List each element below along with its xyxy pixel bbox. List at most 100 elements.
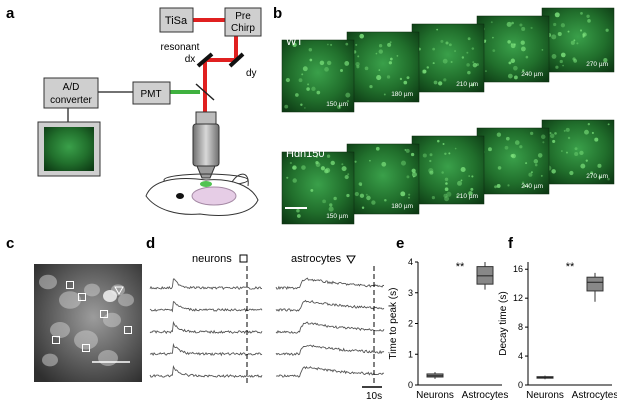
hdh150-cell-dot [315,161,319,165]
hdh150-depth-tile [281,151,355,225]
panel-c-cell-body [118,293,134,307]
imaging-window [200,181,212,187]
wt-cell-dot [344,61,350,66]
hdh150-cell-dot [441,171,444,174]
wt-cell-dot [340,69,344,72]
panel-c-rois [52,281,132,352]
hdh150-cell-dot [412,175,415,178]
hdh150-cell-dot [530,171,533,174]
wt-cell-dot [525,55,529,59]
hdh150-cell-dot [369,159,371,162]
e-y-tick-label: 0 [408,380,413,390]
panel-label-c: c [6,235,14,252]
hdh150-cell-dot [527,185,529,187]
adc-label-2: converter [50,95,92,106]
tisa-label: TiSa [165,15,188,27]
wt-cell-dot [308,48,313,52]
hdh150-cell-dot [505,136,510,141]
hdh150-cell-dot [422,153,427,158]
pmt-box [132,81,171,105]
wt-cell-dot [336,104,342,110]
objective-tip [196,165,216,179]
hdh150-cell-dot [574,147,578,151]
panel-c-cell-body [59,291,81,309]
hdh150-cell-dot [400,191,406,197]
wt-cell-dot [472,62,478,68]
neuron-traces [149,278,263,378]
hdh150-cell-dot [594,137,599,142]
roi-square-icon [100,310,108,318]
hdh150-cell-dot [286,176,289,179]
hdh150-cell-dot [470,187,474,191]
panel-c-cell-body [103,312,121,328]
wt-depth-label: 240 µm [521,71,543,78]
hdh150-cell-dot [442,143,445,146]
neuron-trace-1 [149,301,263,313]
hdh150-cell-dot [310,188,314,192]
wt-cell-dot [300,103,303,106]
wt-cell-dot [389,41,392,44]
wt-cell-dot [510,43,516,49]
wt-cell-dot [311,86,316,92]
wt-cell-dot [471,47,475,50]
time-scalebar-label: 10s [366,391,382,402]
hdh150-cell-dot [507,184,510,187]
hdh150-cell-dot [565,127,570,132]
hdh150-cell-dot [537,153,543,158]
astrocytes-triangle-icon [346,255,356,265]
wt-cell-dot [369,85,373,89]
wt-cell-dot [567,30,570,33]
hdh150-cell-dot [497,166,502,170]
hdh150-cell-dot [607,177,610,181]
hdh150-cell-dot [358,182,363,186]
wt-cell-dot [295,93,299,97]
wt-cell-dot [506,21,512,27]
hdh150-cell-dot [333,196,337,201]
mouse-ear [231,173,249,187]
hdh150-cell-dot [329,203,333,207]
wt-cell-dot [432,47,436,51]
f-y-axis-label: Decay time (s) [498,291,509,355]
wt-cell-dot [307,83,310,86]
hdh150-cell-dot [567,136,571,140]
hdh150-depth-label: 180 µm [391,203,413,210]
panel-label-d: d [146,235,155,252]
neuron-trace-2 [149,320,263,335]
wt-cell-dot [285,78,290,83]
wt-cell-dot [378,49,383,54]
wt-cell-dot [406,76,410,80]
wt-cell-dot [399,77,403,81]
mouse-eye [176,193,184,199]
hdh150-cell-dot [574,151,579,157]
wt-cell-dot [376,75,382,81]
wt-cell-dot [438,81,443,86]
wt-cell-dot [562,64,564,67]
tisa-box [159,7,194,33]
hdh150-cell-dot [540,134,546,140]
hdh150-cell-dot [504,145,509,150]
hdh150-cell-dot [375,146,380,151]
wt-cell-dot [466,63,470,67]
wt-cell-dot [492,49,496,52]
hdh150-cell-dot [384,199,387,202]
wt-depth-tile [541,7,615,73]
wt-cell-dot [510,58,516,63]
hdh150-cell-dot [411,168,416,173]
f-significance-label: ** [566,261,575,273]
wt-cell-dot [557,32,562,37]
wt-cell-dot [284,104,289,109]
wt-cell-dot [492,36,494,39]
wt-cell-dot [513,65,518,71]
neurons-label: neurons [192,253,232,265]
resonant-label: resonant [161,42,200,53]
hdh150-cell-dot [523,184,526,188]
wt-cell-dot [306,87,310,91]
wt-cell-dot [519,23,523,27]
dichroic-mirror [195,83,215,101]
wt-cell-dot [403,80,408,85]
wt-cell-dot [554,12,560,18]
wt-cell-dot [520,46,526,52]
hdh150-cell-dot [591,131,594,135]
